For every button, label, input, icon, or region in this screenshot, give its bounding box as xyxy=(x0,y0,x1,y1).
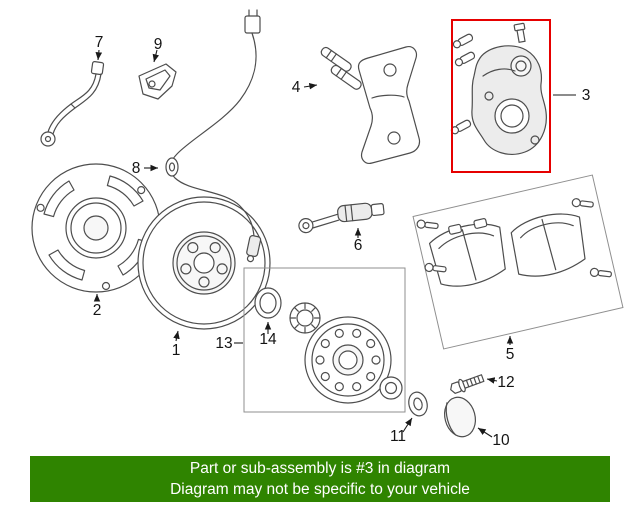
seal-ring-drawing xyxy=(254,287,282,319)
label-13: 13 xyxy=(215,335,232,352)
guide-pins-drawing xyxy=(320,46,362,90)
caliper-bracket-drawing xyxy=(357,46,421,164)
banner-line1: Part or sub-assembly is #3 in diagram xyxy=(189,460,451,477)
sensor-bracket-drawing xyxy=(138,63,177,100)
label-10: 10 xyxy=(492,432,510,449)
label-7: 7 xyxy=(95,34,104,51)
label-8: 8 xyxy=(132,160,141,177)
splash-shield-drawing xyxy=(31,163,161,293)
tone-ring-drawing xyxy=(379,376,403,400)
bleeder-screw xyxy=(452,33,474,49)
brake-caliper-drawing xyxy=(450,22,547,155)
hub-kit-box-drawing xyxy=(243,267,406,413)
banner-line2: Diagram may not be specific to your vehi… xyxy=(170,481,470,498)
label-9: 9 xyxy=(154,36,163,53)
label-1: 1 xyxy=(172,342,181,359)
brake-hose-drawing xyxy=(40,61,105,147)
abs-sensor-cable-drawing xyxy=(165,9,262,263)
label-2: 2 xyxy=(93,302,102,319)
wear-sensor-drawing xyxy=(298,202,385,234)
diagram-canvas: 7 9 4 3 8 6 2 1 13 14 5 12 11 10 xyxy=(31,9,624,449)
label-3: 3 xyxy=(582,87,591,104)
label-14: 14 xyxy=(259,331,277,348)
wheel-bearing-drawing xyxy=(289,302,321,334)
highlight-banner: Part or sub-assembly is #3 in diagram Di… xyxy=(30,456,610,502)
hub-kit-box xyxy=(243,267,406,413)
brake-rotor-drawing xyxy=(137,196,271,330)
label-12: 12 xyxy=(497,374,514,391)
label-11: 11 xyxy=(390,428,406,445)
dust-cap-drawing xyxy=(444,396,476,438)
label-4: 4 xyxy=(292,79,301,96)
wheel-hub-drawing xyxy=(304,316,392,404)
hub-bolt-drawing xyxy=(450,374,485,394)
highlight-box xyxy=(451,19,551,173)
bleeder-screw xyxy=(454,51,476,67)
bleeder-screw xyxy=(450,119,472,135)
callout-arrows xyxy=(93,49,576,438)
grommet-drawing xyxy=(408,391,428,417)
part-number-labels: 7 9 4 3 8 6 2 1 13 14 5 12 11 10 xyxy=(93,34,591,449)
label-6: 6 xyxy=(354,237,363,254)
label-5: 5 xyxy=(506,346,515,363)
brake-pad-set-drawing xyxy=(412,174,624,350)
